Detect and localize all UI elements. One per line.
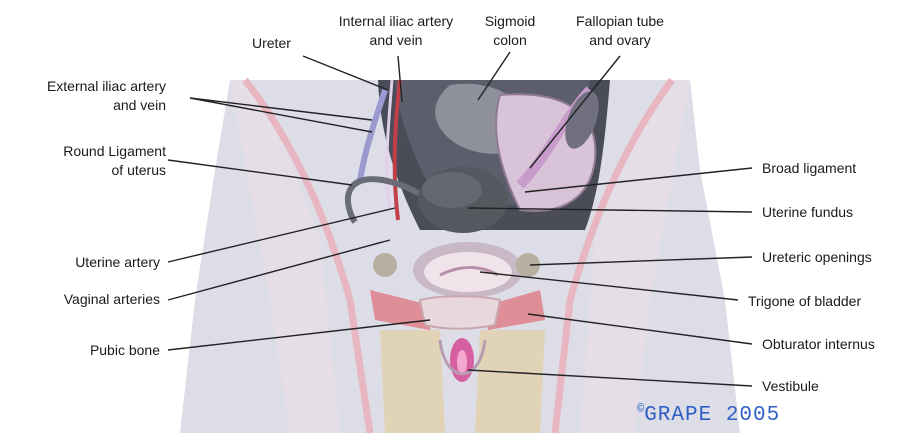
- label-sigmoid-line1: Sigmoid: [470, 12, 550, 30]
- copyright-credit: ©GRAPE 2005: [637, 402, 780, 427]
- vestibule-inner: [457, 350, 467, 374]
- label-uterine-fundus: Uterine fundus: [762, 203, 853, 221]
- left-thigh-bone: [380, 330, 445, 433]
- label-trigone: Trigone of bladder: [748, 292, 861, 310]
- bladder-inner: [424, 252, 512, 292]
- uterus-highlight: [422, 172, 482, 208]
- label-fallopian-line1: Fallopian tube: [565, 12, 675, 30]
- label-ureteric-openings: Ureteric openings: [762, 248, 872, 266]
- label-sigmoid-line2: colon: [470, 31, 550, 49]
- label-internal-iliac-line1: Internal iliac artery: [322, 12, 470, 30]
- label-broad-ligament: Broad ligament: [762, 159, 856, 177]
- left-hip-socket: [373, 253, 397, 277]
- label-vaginal-arteries: Vaginal arteries: [0, 290, 160, 308]
- label-external-iliac-line2: and vein: [0, 96, 166, 114]
- label-vestibule: Vestibule: [762, 377, 819, 395]
- label-ureter: Ureter: [252, 34, 291, 52]
- label-external-iliac-line1: External iliac artery: [0, 77, 166, 95]
- pubic-bone-shape: [420, 296, 500, 329]
- label-uterine-artery: Uterine artery: [0, 253, 160, 271]
- copyright-text: GRAPE 2005: [644, 404, 780, 427]
- label-obturator: Obturator internus: [762, 335, 875, 353]
- label-fallopian-line2: and ovary: [565, 31, 675, 49]
- label-internal-iliac-line2: and vein: [322, 31, 470, 49]
- label-pubic-bone: Pubic bone: [0, 341, 160, 359]
- label-round-ligament-line1: Round Ligament: [0, 142, 166, 160]
- label-round-ligament-line2: of uterus: [0, 161, 166, 179]
